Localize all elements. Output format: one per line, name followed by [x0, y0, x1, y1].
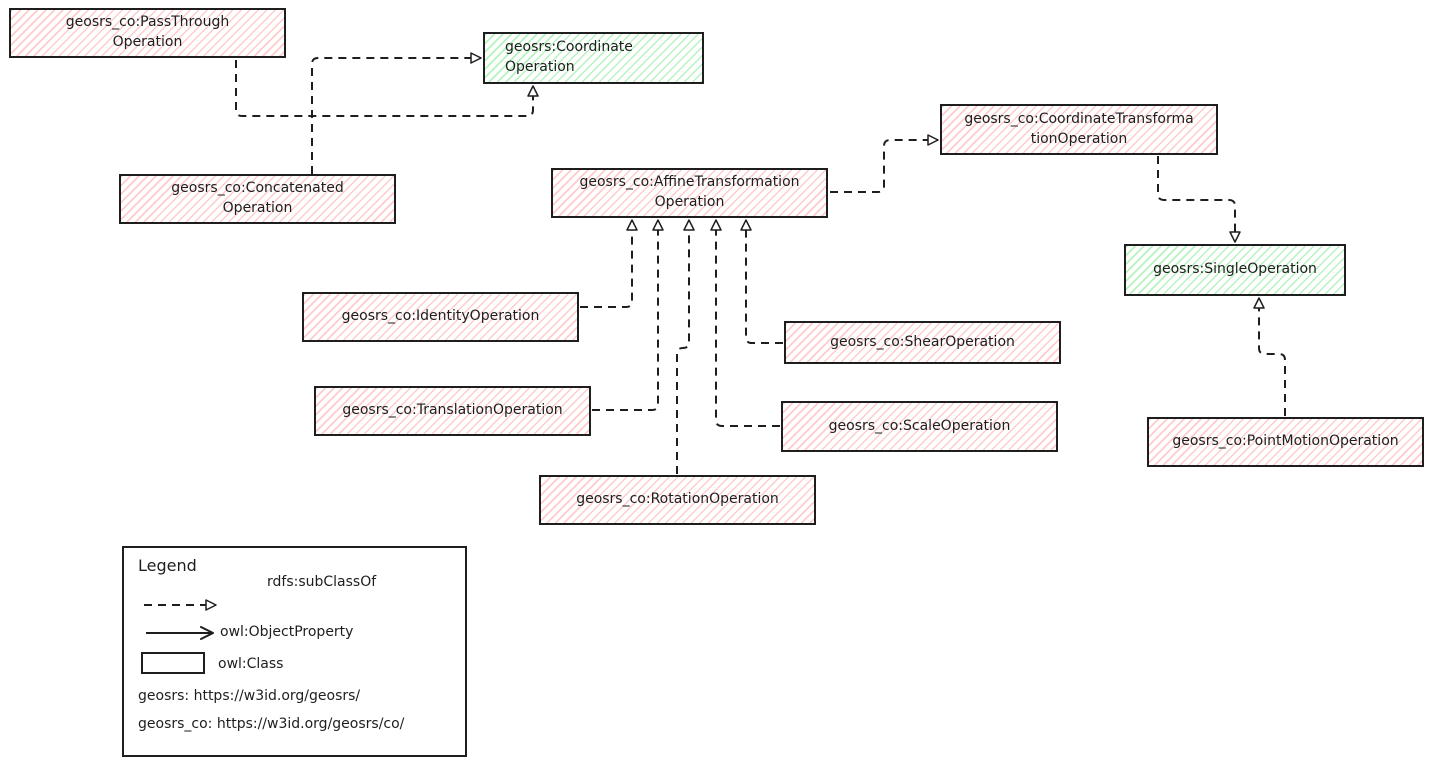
class-translation-operation[interactable]: geosrs_co:TranslationOperation: [314, 386, 591, 436]
class-affine-transformation-operation[interactable]: geosrs_co:AffineTransformation Operation: [551, 168, 828, 218]
legend-class-swatch: [141, 652, 205, 674]
class-single-operation[interactable]: geosrs:SingleOperation: [1124, 244, 1346, 296]
class-coordinate-transformation-operation[interactable]: geosrs_co:CoordinateTransforma tionOpera…: [940, 104, 1218, 155]
class-label: geosrs_co:RotationOperation: [576, 491, 779, 508]
class-label: geosrs_co:ShearOperation: [830, 333, 1015, 350]
edge-coordinate-transformation-to-single-operation: [1157, 156, 1241, 243]
class-label: geosrs_co:Concatenated Operation: [171, 180, 344, 216]
class-label: geosrs_co:PassThrough Operation: [65, 14, 230, 50]
edge-affine-to-coordinate-transformation: [830, 134, 939, 193]
class-label: geosrs_co:AffineTransformation Operation: [579, 174, 800, 210]
class-label: geosrs_co:IdentityOperation: [341, 308, 540, 325]
class-scale-operation[interactable]: geosrs_co:ScaleOperation: [781, 401, 1058, 452]
edge-shear-to-affine: [740, 219, 783, 344]
legend-prefix-geosrs: geosrs: https://w3id.org/geosrs/: [138, 688, 361, 704]
edge-scale-to-affine: [710, 219, 780, 427]
class-label: geosrs:SingleOperation: [1153, 261, 1317, 278]
class-rotation-operation[interactable]: geosrs_co:RotationOperation: [539, 475, 816, 525]
edge-passthrough-to-coordinate-operation: [235, 60, 539, 117]
edge-identity-to-affine: [580, 219, 638, 308]
class-label: geosrs:Coordinate Operation: [505, 39, 633, 75]
legend-arrowhead: [200, 626, 214, 640]
legend-class-label: owl:Class: [218, 656, 284, 672]
class-label: geosrs_co:ScaleOperation: [828, 417, 1011, 434]
class-label: geosrs_co:CoordinateTransforma tionOpera…: [964, 110, 1194, 147]
edge-rotation-to-affine: [676, 219, 695, 474]
class-concatenated-operation[interactable]: geosrs_co:Concatenated Operation: [119, 174, 396, 224]
legend-subclass-label: rdfs:subClassOf: [267, 574, 377, 590]
edge-point-motion-to-single-operation: [1253, 297, 1286, 416]
class-point-motion-operation[interactable]: geosrs_co:PointMotionOperation: [1147, 417, 1424, 467]
legend-symbols: [144, 599, 217, 640]
edge-concatenated-to-coordinate-operation: [311, 52, 482, 174]
legend: Legend rdfs:subClassOf owl:ObjectPropert…: [122, 546, 467, 757]
class-coordinate-operation[interactable]: geosrs:Coordinate Operation: [483, 32, 704, 84]
class-passthrough-operation[interactable]: geosrs_co:PassThrough Operation: [9, 8, 286, 58]
legend-prefix-geosrs-co: geosrs_co: https://w3id.org/geosrs/co/: [138, 716, 405, 732]
class-shear-operation[interactable]: geosrs_co:ShearOperation: [784, 321, 1061, 364]
legend-title: Legend: [138, 556, 197, 575]
edge-translation-to-affine: [592, 219, 664, 411]
class-label: geosrs_co:PointMotionOperation: [1172, 433, 1399, 450]
legend-object-property-label: owl:ObjectProperty: [220, 624, 354, 640]
class-label: geosrs_co:TranslationOperation: [342, 402, 563, 419]
class-identity-operation[interactable]: geosrs_co:IdentityOperation: [302, 292, 579, 342]
